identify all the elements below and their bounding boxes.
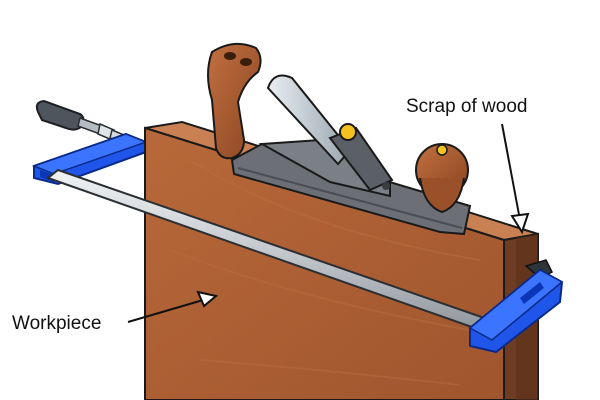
hand-plane <box>207 42 472 236</box>
workpiece-arrow <box>127 290 219 323</box>
scrap-of-wood-label: Scrap of wood <box>406 96 528 117</box>
workpiece-label: Workpiece <box>12 313 102 334</box>
clamp-right-jaw <box>468 259 564 354</box>
brass-screw-icon <box>339 123 357 141</box>
scrap-arrow <box>501 123 530 235</box>
